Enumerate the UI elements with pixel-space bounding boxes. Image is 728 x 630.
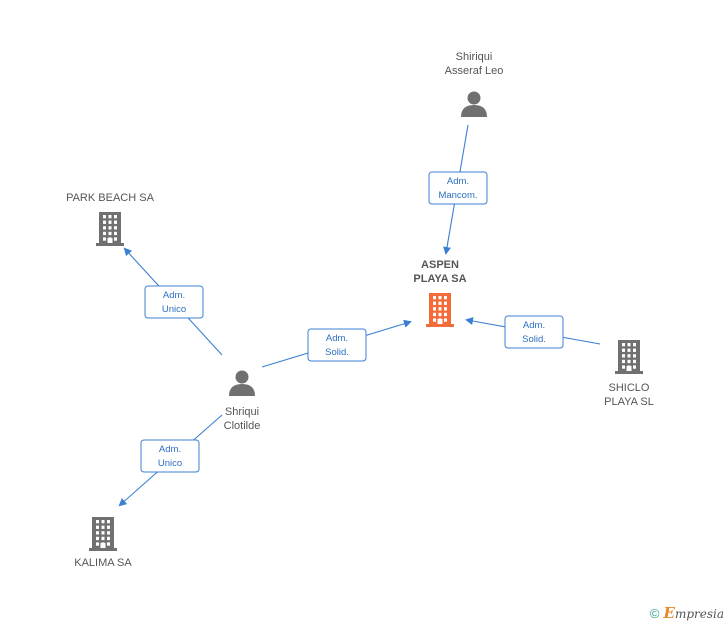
edge-label-box[interactable]: Adm. Solid. [504,315,564,349]
node-park-beach-sa[interactable]: PARK BEACH SA [66,192,155,246]
edge-label-text: Adm. [447,176,469,187]
building-icon [615,340,643,374]
edge-label-border [504,315,564,349]
node-label: Shiriqui [456,51,493,63]
edge-label-box[interactable]: Adm. Solid. [307,328,367,362]
edge-label-border [307,328,367,362]
edge-label-box[interactable]: Adm. Unico [140,439,200,473]
edge-label-text: Solid. [522,334,546,345]
footer-brand: ©Empresia [650,604,724,622]
node-label: KALIMA SA [74,557,132,569]
edge-label-border [140,439,200,473]
edge-shiriqui-clotilde-to-kalima-sa: Adm. Unico [118,414,223,507]
node-label: PARK BEACH SA [66,192,154,204]
edge-label-text: Unico [162,304,186,315]
node-label: Clotilde [224,420,261,432]
node-label: PLAYA SA [413,273,466,285]
edge-label-text: Adm. [159,444,181,455]
building-icon [426,293,454,327]
node-aspen-playa-sa[interactable]: ASPEN PLAYA SA [413,259,467,327]
edge-label-text: Solid. [325,347,349,358]
brand-name: mpresia [674,607,724,621]
node-label: SHICLO [609,382,650,394]
node-label: Shriqui [225,406,259,418]
node-kalima-sa[interactable]: KALIMA SA [74,517,132,569]
edge-shiriqui-clotilde-to-aspen-playa-sa: Adm. Solid. [261,319,412,368]
edge-label-border [144,285,204,319]
edges-layer: Adm.Mancom.Adm.UnicoAdm.Solid.Adm.Solid.… [118,124,601,507]
edge-label-text: Adm. [163,290,185,301]
edge-label-box[interactable]: Adm. Mancom. [428,171,488,205]
copyright-icon: © [649,606,660,621]
building-icon [89,517,117,551]
edge-label-text: Unico [158,458,182,469]
node-shiclo-playa-sl[interactable]: SHICLO PLAYA SL [604,340,654,408]
person-icon [229,370,255,396]
person-icon [461,91,487,117]
edge-shiriqui-asseraf-leo-to-aspen-playa-sa: Adm. Mancom. [428,124,488,255]
edge-label-text: Mancom. [438,190,477,201]
edge-label-box[interactable]: Adm. Unico [144,285,204,319]
edge-label-border [428,171,488,205]
edge-label-text: Adm. [326,333,348,344]
node-label: Asseraf Leo [445,65,504,77]
building-icon [96,212,124,246]
node-label: PLAYA SL [604,396,654,408]
brand-logo-e: E [663,604,675,622]
node-label: ASPEN [421,259,459,271]
edge-shiriqui-clotilde-to-park-beach-sa: Adm. Unico [123,247,223,356]
edge-shiclo-playa-sl-to-aspen-playa-sa: Adm. Solid. [465,315,601,349]
edge-label-text: Adm. [523,320,545,331]
